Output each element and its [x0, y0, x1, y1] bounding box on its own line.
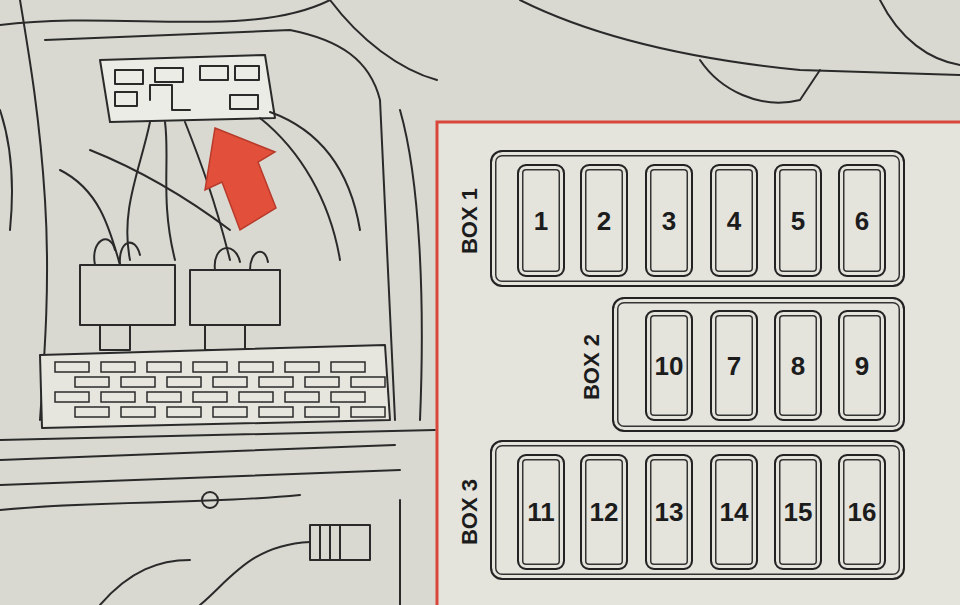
fuse-slot: 8	[774, 310, 822, 421]
fuse-slot: 13	[645, 454, 693, 570]
fuse-slot: 9	[838, 310, 886, 421]
fuse-number: 7	[727, 353, 741, 379]
fuse-number: 11	[527, 499, 555, 525]
fuse-slot: 6	[838, 164, 886, 277]
fuse-box: BOX 1123456	[490, 150, 905, 287]
fuse-number: 8	[791, 353, 805, 379]
fuse-slot: 16	[838, 454, 886, 570]
fuse-number: 14	[720, 499, 749, 525]
fuse-slot: 12	[580, 454, 628, 570]
panel-border	[437, 122, 960, 605]
fuse-box: BOX 210789	[612, 297, 905, 432]
fuse-number: 5	[791, 208, 805, 234]
fuse-slot: 10	[645, 310, 693, 421]
fuse-number: 1	[534, 208, 548, 234]
fuse-number: 13	[655, 499, 684, 525]
fuse-box: BOX 3111213141516	[490, 440, 905, 580]
fuse-slot: 1	[517, 164, 565, 277]
fuse-slot: 5	[774, 164, 822, 277]
fuse-slot: 14	[710, 454, 758, 570]
fuse-slot: 15	[774, 454, 822, 570]
box-label: BOX 1	[459, 187, 481, 253]
pointer-arrow	[205, 128, 276, 230]
fuse-number: 4	[727, 208, 741, 234]
fuse-number: 6	[855, 208, 869, 234]
box-label: BOX 3	[459, 479, 481, 545]
fuse-slot: 11	[517, 454, 565, 570]
fuse-number: 10	[655, 353, 684, 379]
panel-ground	[437, 122, 960, 605]
box-label: BOX 2	[581, 333, 603, 399]
fuse-slot: 4	[710, 164, 758, 277]
fuse-number: 3	[662, 208, 676, 234]
fuse-slot: 2	[580, 164, 628, 277]
fuse-number: 16	[848, 499, 877, 525]
fuse-number: 15	[784, 499, 813, 525]
fuse-number: 2	[597, 208, 611, 234]
fuse-number: 12	[590, 499, 619, 525]
fuse-slot: 3	[645, 164, 693, 277]
fuse-slot: 7	[710, 310, 758, 421]
fuse-number: 9	[855, 353, 869, 379]
